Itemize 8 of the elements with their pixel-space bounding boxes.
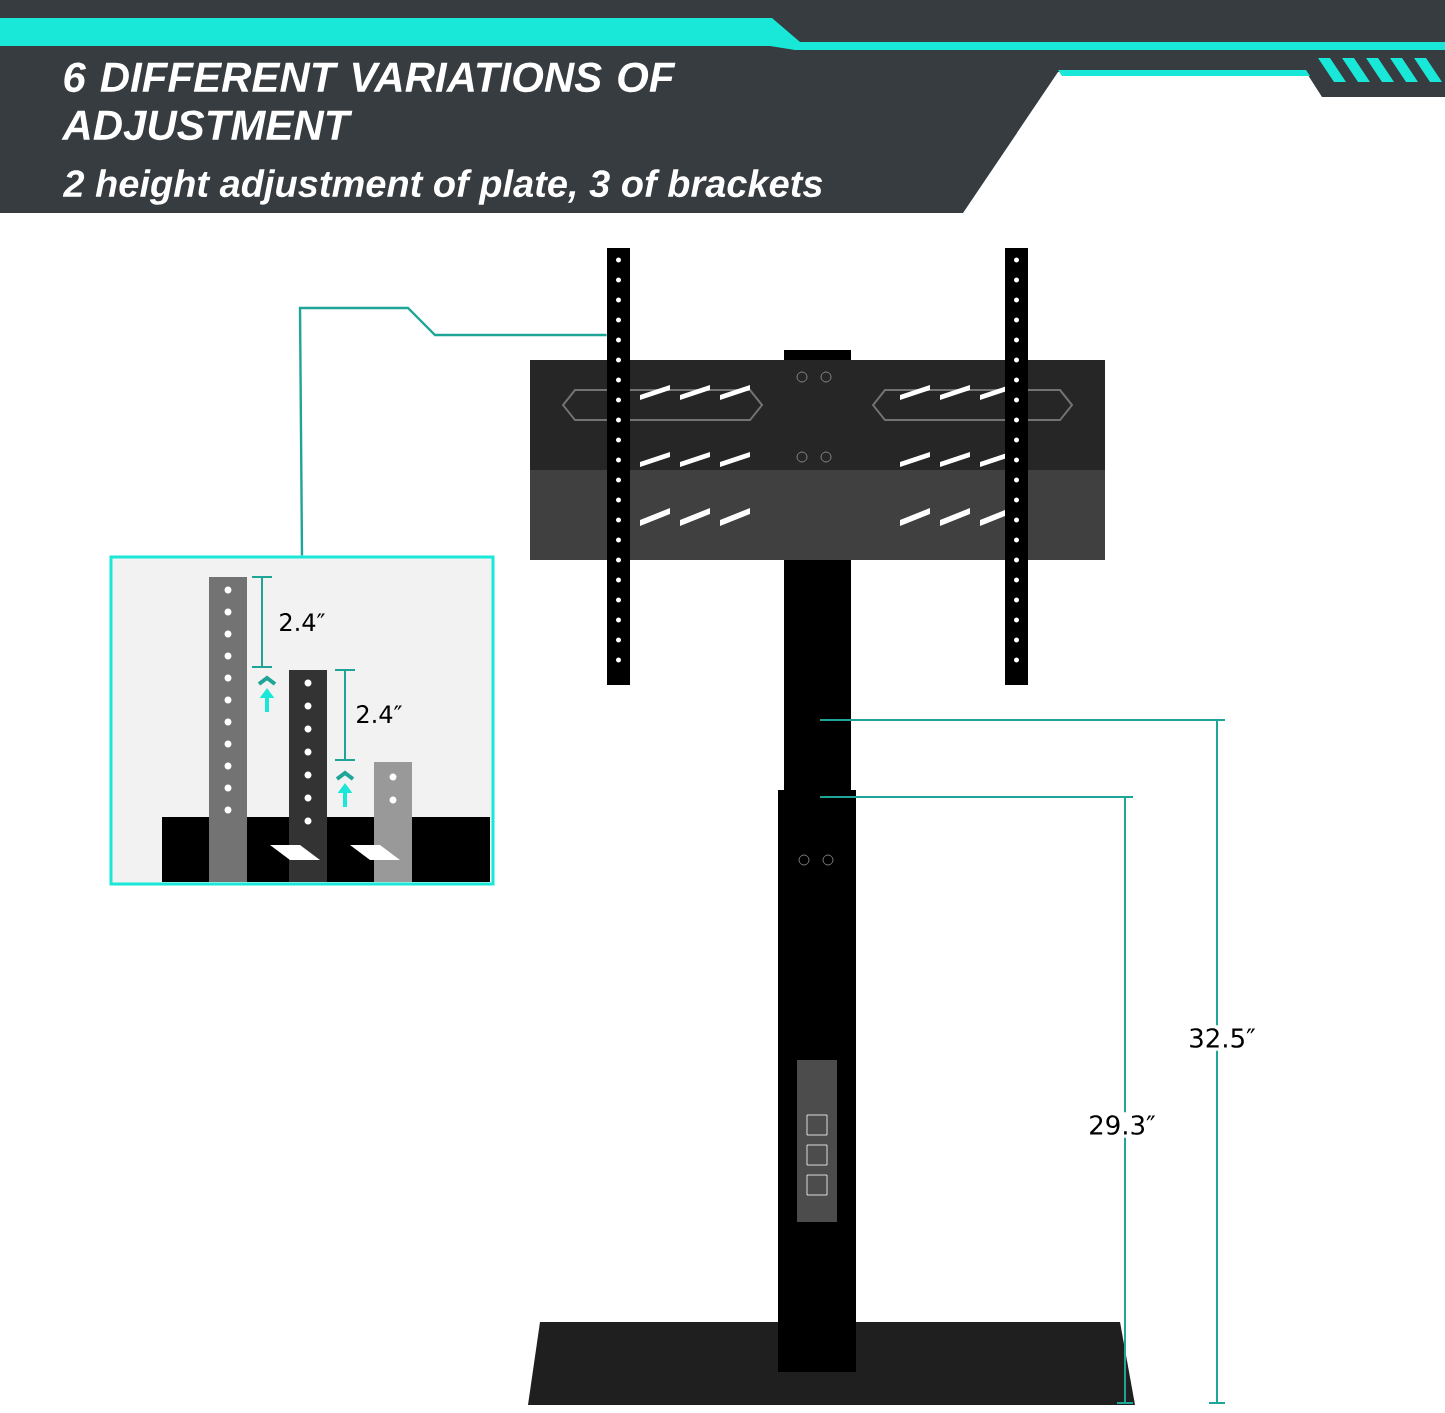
subtitle: 2 height adjustment of plate, 3 of brackets bbox=[62, 169, 823, 205]
dimension-label: 2.4″ bbox=[280, 613, 325, 631]
dimension-label: 32.5″ bbox=[1185, 1025, 1259, 1051]
leader-line bbox=[298, 306, 607, 556]
bracket-picture bbox=[607, 248, 630, 685]
dimension-label: 29.3″ bbox=[1085, 1112, 1159, 1138]
title: 6 DIFFERENT VARIATIONS OF ADJUSTMENT bbox=[61, 62, 676, 141]
dimension-label: 2.4″ bbox=[357, 705, 402, 723]
